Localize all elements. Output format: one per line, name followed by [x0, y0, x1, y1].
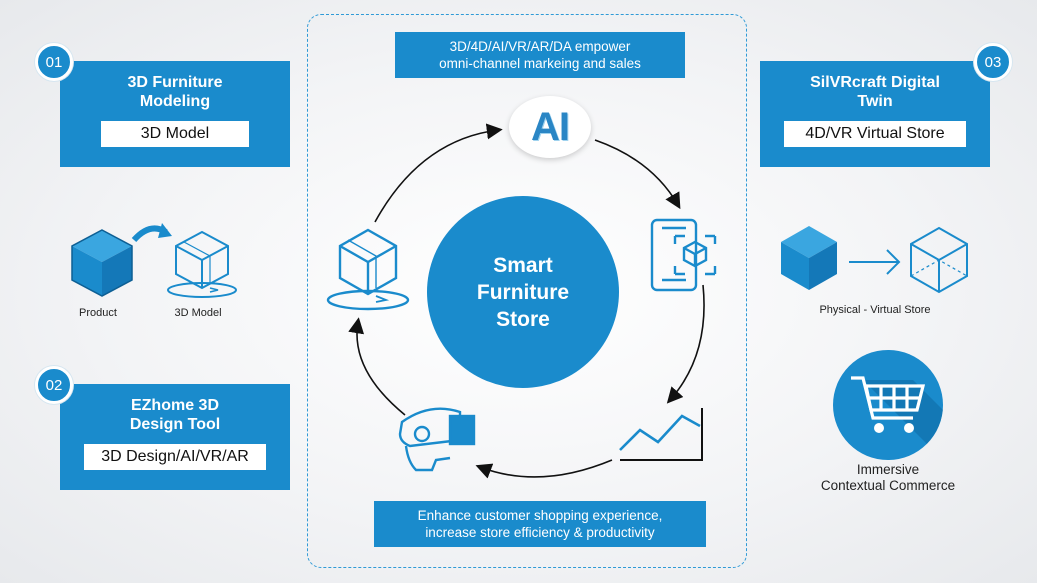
step-03-title-line2: Twin	[857, 93, 893, 110]
wireframe-cube-ring-icon	[326, 228, 410, 311]
center-dashed-frame	[307, 14, 747, 568]
shopping-cart-icon	[851, 376, 943, 460]
step-01-title: 3D Furniture Modeling	[127, 73, 222, 111]
product-to-model-illustration	[71, 223, 237, 298]
cycle-diagram	[326, 123, 717, 479]
hub-line1: Smart	[493, 253, 553, 277]
physical-virtual-illustration	[781, 226, 968, 294]
step-01-card: 3D Furniture Modeling 3D Model	[60, 61, 290, 167]
model-label: 3D Model	[174, 307, 222, 319]
trend-chart-icon	[619, 408, 703, 461]
wireframe-cube-icon	[167, 230, 237, 298]
step-02-title-line1: EZhome 3D	[130, 397, 219, 414]
product-cube-icon	[71, 229, 133, 297]
commerce-caption-line1: Immersive	[856, 462, 920, 477]
ai-badge: AI	[509, 96, 591, 158]
hub-line3: Store	[496, 307, 550, 331]
step-03-title-line1: SilVRcraft Digital	[810, 74, 940, 91]
cycle-arrows	[348, 123, 705, 479]
virtual-wireframe-cube-icon	[910, 226, 968, 294]
smartphone-ar-icon	[650, 218, 717, 292]
product-label: Product	[79, 307, 117, 319]
bottom-banner-line1: Enhance customer shopping experience,	[417, 508, 663, 523]
bottom-banner: Enhance customer shopping experience, in…	[374, 501, 706, 547]
vr-headset-icon	[398, 407, 476, 472]
commerce-caption-line2: Contextual Commerce	[820, 478, 956, 493]
step-01-chip: 3D Model	[101, 121, 249, 147]
arrow-right-icon	[849, 249, 901, 275]
step-03-badge: 03	[974, 43, 1012, 81]
curved-arrow-icon	[131, 223, 172, 243]
commerce-circle	[833, 350, 943, 460]
ai-badge-text: AI	[531, 104, 570, 149]
step-01-title-line1: 3D Furniture	[127, 74, 223, 91]
step-03-title: SilVRcraft Digital Twin	[810, 73, 940, 111]
top-banner-line1: 3D/4D/AI/VR/AR/DA empower	[449, 39, 631, 54]
step-02-title: EZhome 3D Design Tool	[130, 396, 220, 434]
smart-furniture-store-hub: Smart Furniture Store	[427, 196, 619, 388]
physical-cube-icon	[781, 226, 837, 290]
step-02-card: EZhome 3D Design Tool 3D Design/AI/VR/AR	[60, 384, 290, 490]
step-03-chip: 4D/VR Virtual Store	[784, 121, 966, 147]
physical-virtual-label: Physical - Virtual Store	[819, 304, 931, 316]
step-02-badge: 02	[35, 366, 73, 404]
step-01-title-line2: Modeling	[139, 93, 211, 110]
step-02-title-line2: Design Tool	[129, 416, 221, 433]
top-banner: 3D/4D/AI/VR/AR/DA empower omni-channel m…	[395, 32, 685, 78]
step-01-badge: 01	[35, 43, 73, 81]
bottom-banner-line2: increase store efficiency & productivity	[425, 525, 655, 540]
commerce-caption: Immersive Contextual Commerce	[790, 462, 986, 494]
step-02-chip: 3D Design/AI/VR/AR	[84, 444, 266, 470]
step-03-card: SilVRcraft Digital Twin 4D/VR Virtual St…	[760, 61, 990, 167]
top-banner-line2: omni-channel markeing and sales	[439, 56, 641, 71]
hub-line2: Furniture	[476, 280, 570, 304]
